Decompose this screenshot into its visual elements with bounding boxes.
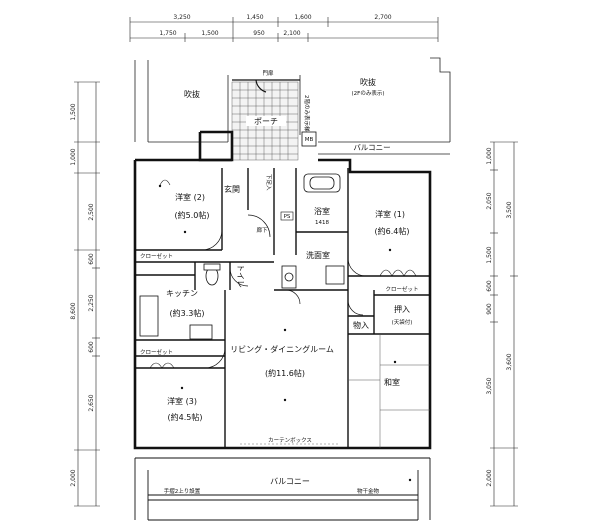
dim-right-7: 2,000 [486,469,493,486]
dim-left-7: 2,650 [88,394,95,411]
toilet-label: トイレ [236,264,245,288]
dim-right-5: 900 [486,303,493,315]
yoshitsu3-size: (約4.5帖) [168,412,203,422]
dim-left-1: 1,500 [70,103,77,120]
fixtures [139,173,345,340]
dim-top-6: 1,500 [201,30,218,37]
shoe-label: 下足入 [265,174,272,191]
ps-box [280,211,294,221]
void-right-label: 吹抜 [360,77,376,87]
void-left-label: 吹抜 [184,89,200,99]
bath-size: 1418 [315,220,329,226]
dim-right-6: 3,050 [486,377,493,394]
dim-left-4: 600 [88,253,95,265]
dim-left-5: 2,250 [88,294,95,311]
handrail-label: 手摺2上り設置 [164,487,201,495]
living-size: (約11.6帖) [265,368,305,378]
ps-label: PS [284,214,291,220]
dim-right-9: 3,600 [506,353,513,370]
mb-label: MB [305,137,314,143]
dim-left-2: 1,000 [70,148,77,165]
balcony-bottom [134,457,431,521]
balcony-top-label: バルコニー [353,143,390,152]
closet-doors [149,179,417,369]
oshiire-label: 押入 [394,304,410,314]
senmen-label: 洗面室 [306,250,330,260]
dim-right-8: 3,500 [506,201,513,218]
dim-left-6: 600 [88,341,95,353]
doors [201,214,367,369]
right-dimensions [490,141,518,507]
kitchen-label: キッチン [166,289,198,298]
dim-right-3: 1,500 [486,246,493,263]
dim-top-2: 1,450 [246,14,263,21]
closet-bottom-label: クローゼット [140,348,173,356]
dim-top-5: 1,750 [159,30,176,37]
bath-label: 浴室 [314,206,330,216]
mono-ire-label: 物入 [353,320,369,330]
porch-frame [232,79,300,93]
dim-right-1: 1,000 [486,147,493,164]
washitsu-label: 和室 [384,377,400,387]
dim-right-4: 600 [486,280,493,292]
yoshitsu2-label: 洋室 (2) [175,192,205,202]
ceiling-lights [158,184,412,482]
interior-walls [135,168,430,448]
left-dimensions [74,81,100,507]
outer-walls [133,130,432,450]
genkan-label: 玄関 [224,184,240,194]
dim-top-7: 950 [253,30,265,37]
oshiire-note: (天袋付) [392,318,413,326]
balcony-bottom-label: バルコニー [270,477,310,486]
porch-label: ポーチ [254,117,278,126]
top-dimensions [129,17,439,42]
mb-box [301,131,317,147]
dim-top-1: 3,250 [173,14,190,21]
curtain-box-label: カーテンボックス [268,436,312,444]
living-label: リビング・ダイニングルーム [230,344,334,354]
tatami-lines [348,334,430,448]
yoshitsu1-size: (約6.4帖) [375,226,410,236]
void-right-note: (2Fのみ表示) [352,89,385,97]
dim-top-3: 1,600 [294,14,311,21]
hoshi-label: 物干金物 [357,487,380,495]
gate-label: 門扉 [262,69,274,77]
dim-left-8: 2,000 [70,469,77,486]
yoshitsu2-size: (約5.0帖) [175,210,210,220]
yoshitsu3-label: 洋室 (3) [167,396,197,406]
dim-right-2: 2,050 [486,192,493,209]
closet-right-label: クローゼット [385,285,418,293]
rouka-label: 廊下 [256,226,268,234]
kitchen-size: (約3.3帖) [170,308,205,318]
closet-top-label: クローゼット [140,252,173,260]
gate-note: 2階のみ表示梯子 [303,95,311,137]
yoshitsu1-label: 洋室 (1) [375,209,405,219]
dim-left-3: 2,500 [88,203,95,220]
dim-top-8: 2,100 [283,30,300,37]
dim-left-total: 8,600 [70,302,77,319]
dim-top-4: 2,700 [374,14,391,21]
